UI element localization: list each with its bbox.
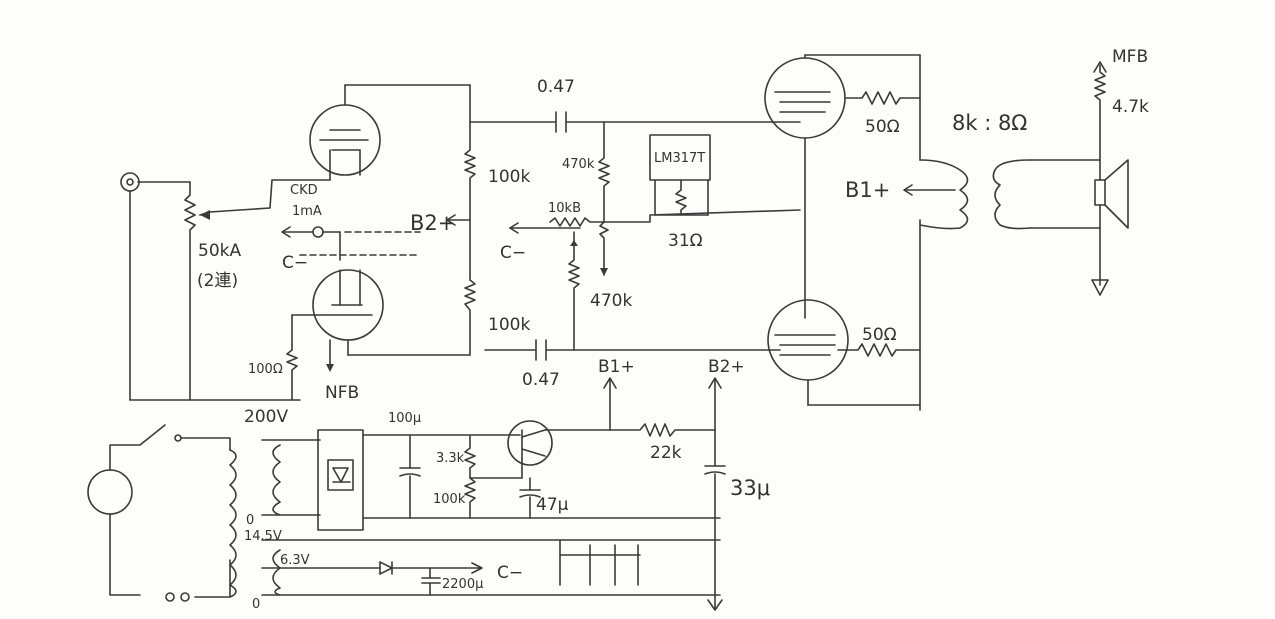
- label-resistor-50ohm-top: 50Ω: [865, 117, 900, 137]
- label-resistor-100k-upper: 100k: [488, 167, 530, 187]
- resistor-470k-lower: [568, 231, 580, 351]
- label-cminus-mid: C−: [500, 243, 526, 263]
- resistor-50ohm-top: [844, 91, 921, 105]
- bridge-rectifier: [317, 429, 721, 531]
- output-tube-bottom: [767, 299, 921, 406]
- cap-47u: [519, 477, 541, 519]
- label-resistor-33k: 3.3k: [436, 451, 465, 466]
- label-cap-33u: 33μ: [730, 476, 770, 500]
- resistor-100k-upper: [464, 84, 476, 281]
- label-lm317t: LM317T: [654, 151, 705, 166]
- label-mfb: MFB: [1112, 47, 1148, 67]
- resistor-50ohm-bottom: [837, 343, 921, 357]
- label-tap-145v: 14.5V: [244, 529, 282, 544]
- triode-upper: [309, 84, 471, 181]
- label-b1plus-output: B1+: [845, 178, 890, 202]
- label-pot-gang: (2連): [197, 271, 238, 291]
- label-pot-10kb: 10kB: [548, 201, 581, 216]
- cap-100u: [399, 434, 421, 519]
- label-b2plus-bus: B2+: [708, 357, 745, 377]
- resistor-22k: [609, 423, 716, 437]
- label-cminus-bottom: C−: [497, 563, 523, 583]
- label-resistor-50ohm-bottom: 50Ω: [862, 325, 897, 345]
- input-jack: [120, 172, 301, 401]
- label-tap-63v: 6.3V: [280, 553, 310, 568]
- label-cap-047-bottom: 0.47: [522, 370, 560, 390]
- label-pot-50ka: 50kA: [198, 241, 241, 261]
- label-transformer-ratio: 8k : 8Ω: [952, 111, 1027, 135]
- label-resistor-100ohm: 100Ω: [248, 362, 283, 377]
- output-transformer: [903, 54, 1101, 411]
- triode-lower: [291, 231, 471, 372]
- label-ckd-current: 1mA: [292, 204, 322, 219]
- speaker: [1091, 159, 1129, 296]
- pot-10kb: [509, 209, 801, 234]
- output-tube-top: [764, 54, 921, 319]
- label-cap-2200u: 2200μ: [442, 577, 483, 592]
- resistor-mfb-47k: [1093, 61, 1107, 161]
- label-nfb: NFB: [325, 383, 359, 403]
- label-tap-0-lower: 0: [252, 597, 260, 612]
- b1-bus: [603, 377, 617, 431]
- resistor-100ohm: [286, 344, 298, 401]
- ckd-current-source: [281, 226, 421, 256]
- label-b2plus-input: B2+: [410, 211, 455, 235]
- resistor-100k-psu: [464, 477, 523, 519]
- mains-plug: [87, 424, 231, 602]
- label-cminus-left: C−: [282, 253, 308, 273]
- b2-input-arrow: [446, 214, 471, 226]
- label-200v: 200V: [244, 407, 288, 427]
- label-resistor-31ohm: 31Ω: [668, 231, 703, 251]
- b2-bus: [708, 377, 722, 431]
- label-cap-047-top: 0.47: [537, 77, 575, 97]
- transistor-ripple-filter: [507, 420, 611, 479]
- label-resistor-100k-lower: 100k: [488, 315, 530, 335]
- heater-supply: [379, 539, 641, 596]
- resistor-470k-upper: [598, 121, 610, 276]
- cap-33u: [704, 429, 726, 611]
- label-resistor-47k: 4.7k: [1112, 97, 1149, 117]
- resistor-33k: [464, 434, 476, 479]
- resistor-100k-lower: [464, 279, 476, 356]
- label-tap-0-upper: 0: [246, 513, 254, 528]
- label-b1plus-bus: B1+: [598, 357, 635, 377]
- cap-047-top: [469, 111, 801, 133]
- label-ckd: CKD: [290, 183, 318, 198]
- label-cap-47u: 47μ: [536, 495, 569, 515]
- cap-047-bottom: [484, 339, 781, 361]
- label-resistor-100k-psu: 100k: [433, 492, 466, 507]
- power-transformer: [229, 439, 721, 598]
- label-resistor-470k-a: 470k: [562, 157, 595, 172]
- label-cap-100u: 100μ: [388, 411, 421, 426]
- lm317t-regulator: [649, 134, 711, 216]
- pot-50ka: [137, 179, 331, 401]
- label-resistor-22k: 22k: [650, 443, 682, 463]
- label-resistor-470k-b: 470k: [590, 291, 632, 311]
